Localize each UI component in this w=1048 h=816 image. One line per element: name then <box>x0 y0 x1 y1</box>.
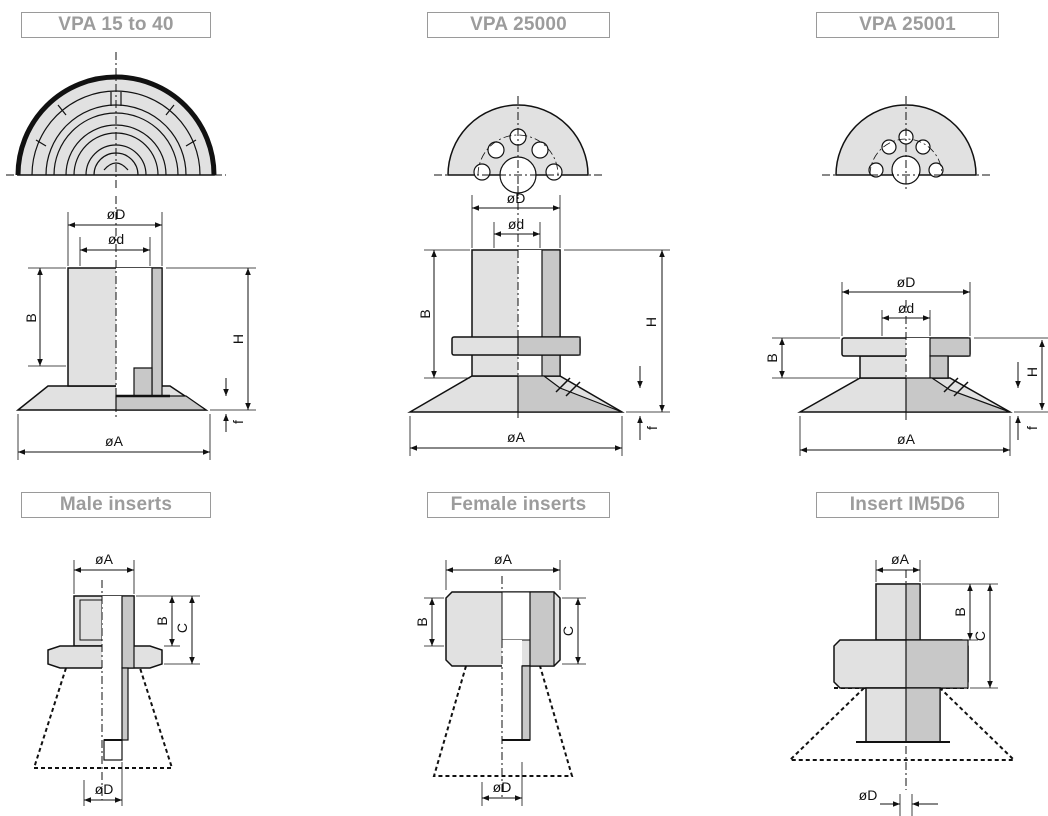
vpa15-side-view <box>15 196 256 460</box>
female-dim-oA: øA <box>494 551 513 567</box>
insert-im5d6-drawing <box>787 560 1017 816</box>
vpa25000-dim-od: ød <box>508 216 524 232</box>
male-dim-oD: øD <box>95 781 114 797</box>
vpa25001-side-view <box>772 282 1048 456</box>
vpa25000-side-view <box>407 186 670 456</box>
title-vpa-25000: VPA 25000 <box>427 12 610 38</box>
vpa15-dim-H: H <box>230 334 246 344</box>
male-dim-oA: øA <box>95 551 114 567</box>
vpa25000-dim-H: H <box>643 317 659 327</box>
female-insert-drawing <box>424 560 586 806</box>
vpa15-dim-B: B <box>23 313 39 322</box>
male-dim-C: C <box>174 623 190 633</box>
vpa15-dim-oA: øA <box>105 433 124 449</box>
im5d6-dim-oD: øD <box>859 787 878 803</box>
vpa15-dim-f: f <box>230 420 246 424</box>
vpa25001-dim-f: f <box>1024 426 1040 430</box>
vpa25000-dim-oD: øD <box>507 190 526 206</box>
title-male-inserts: Male inserts <box>21 492 211 518</box>
im5d6-dim-oA: øA <box>891 551 910 567</box>
female-dim-B: B <box>414 617 430 626</box>
male-insert-drawing <box>32 560 200 806</box>
vpa15-top-view <box>6 52 226 190</box>
vpa15-dim-oD: øD <box>107 206 126 222</box>
vpa25001-dim-oD: øD <box>897 274 916 290</box>
im5d6-dim-B: B <box>952 607 968 616</box>
vpa25000-dim-f: f <box>644 426 660 430</box>
title-vpa-25001: VPA 25001 <box>816 12 999 38</box>
title-insert-im5d6: Insert IM5D6 <box>816 492 999 518</box>
vpa25001-top-view <box>822 96 990 192</box>
vpa15-dim-od: ød <box>108 231 124 247</box>
title-vpa-15-to-40: VPA 15 to 40 <box>21 12 211 38</box>
im5d6-dim-C: C <box>972 631 988 641</box>
male-dim-B: B <box>154 616 170 625</box>
title-female-inserts: Female inserts <box>427 492 610 518</box>
vpa25001-dim-B: B <box>764 353 780 362</box>
vpa25000-dim-oA: øA <box>507 429 526 445</box>
vpa25000-dim-B: B <box>417 309 433 318</box>
vpa25001-dim-od: ød <box>898 300 914 316</box>
vpa25001-dim-H: H <box>1024 367 1040 377</box>
female-dim-C: C <box>560 626 576 636</box>
vpa25001-dim-oA: øA <box>897 431 916 447</box>
vpa25000-top-view <box>434 96 602 196</box>
female-dim-oD: øD <box>493 779 512 795</box>
